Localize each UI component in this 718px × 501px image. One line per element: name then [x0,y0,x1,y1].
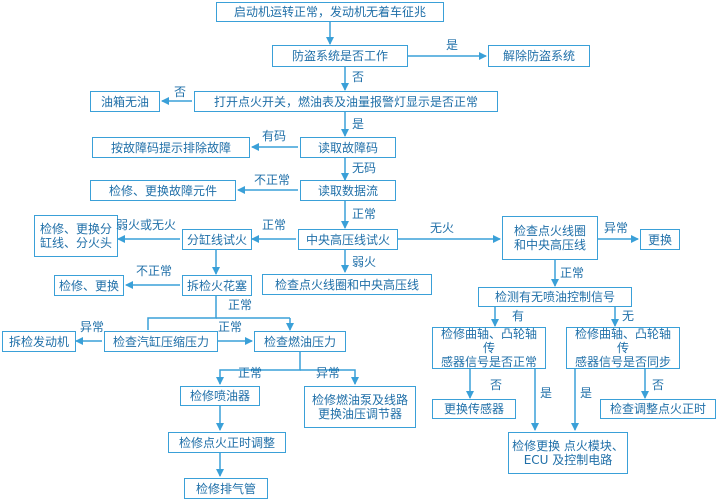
label-abnormal-plug: 不正常 [136,264,173,278]
label-abnormal-coil: 异常 [604,221,629,235]
edge [147,296,217,330]
fix-by-code-box: 按故障码提示排除故障 [92,137,250,158]
edge [216,352,301,385]
check-coil-wire-box: 检查点火线圈和中央高压线 [262,274,432,295]
adjust-timing-box: 检查调整点火正时 [600,399,716,419]
label-yes-fuel: 是 [352,117,365,131]
cyl-test-box: 分缸线试火 [182,229,252,250]
edge [300,369,359,385]
sensor-sync-box: 检修曲轴、凸轮轴传 感器信号是否同步 [566,327,680,369]
check-fuel-box: 打开点火开关，燃油表及油量报警灯显示是否正常 [194,91,498,112]
repair-ecu-box: 检修更换 点火模块、 ECU 及控制电路 [508,432,628,474]
label-normal-plug: 正常 [228,298,253,312]
replace-box: 更换 [640,229,680,250]
label-normal-ht: 正常 [262,218,287,232]
repair-replace-box: 检修、更换 [54,275,124,296]
read-codes-box: 读取故障码 [300,137,396,158]
label-normal-fuel: 正常 [238,366,263,380]
check-plug-box: 拆检火花塞 [182,275,252,296]
repair-parts-box: 检修、更换故障元件 [90,180,236,201]
label-weak-fire: 弱火 [352,255,377,269]
no-fuel-box: 油箱无油 [90,91,160,112]
ign-timing-box: 检修点火正时调整 [168,432,286,453]
label-abnormal-stream: 不正常 [254,173,291,187]
label-normal-stream: 正常 [352,207,377,221]
label-no-antitheft: 否 [352,70,365,84]
injector-box: 检修喷油器 [180,386,260,406]
antitheft-box: 防盗系统是否工作 [272,45,408,67]
repair-cyl-box: 检修、更换分 缸线、分火头 [34,215,118,257]
replace-sensor-box: 更换传感器 [432,399,516,419]
label-normal-coil: 正常 [560,266,585,280]
label-no-signal: 无 [622,309,635,323]
label-no-fire: 无火 [430,221,455,235]
label-normal-compression: 正常 [218,320,243,334]
sensor-normal-box: 检修曲轴、凸轮轴传 感器信号是否正常 [432,327,546,369]
label-has-code: 有码 [262,129,287,143]
pump-box: 检修燃油泵及线路 更换油压调节器 [304,386,416,428]
inj-signal-box: 检测有无喷油控制信号 [478,287,632,307]
label-yes-antitheft: 是 [446,38,459,52]
label-no-fuel: 否 [174,85,187,99]
label-has-signal: 有 [512,309,525,323]
fuel-pressure-box: 检查燃油压力 [254,331,346,352]
label-no-sync: 否 [652,378,665,392]
ht-test-box: 中央高压线试火 [298,229,398,250]
label-abnormal-fuel: 异常 [316,366,341,380]
label-abnormal-compression: 异常 [80,320,105,334]
exhaust-box: 检修排气管 [184,478,268,499]
label-no-sensor: 否 [490,378,503,392]
label-weak-or-none: 弱火或无火 [116,218,177,232]
read-stream-box: 读取数据流 [300,180,396,201]
label-no-code: 无码 [352,161,377,175]
release-antitheft-box: 解除防盗系统 [488,45,590,67]
compression-box: 检查汽缸压缩压力 [104,331,218,352]
label-yes-sensor: 是 [540,386,553,400]
label-yes-sync: 是 [580,386,593,400]
check-coil-main-box: 检查点火线圈 和中央高压线 [502,216,598,260]
start-box: 启动机运转正常，发动机无着车征兆 [216,2,444,22]
disassemble-box: 拆检发动机 [2,331,76,352]
